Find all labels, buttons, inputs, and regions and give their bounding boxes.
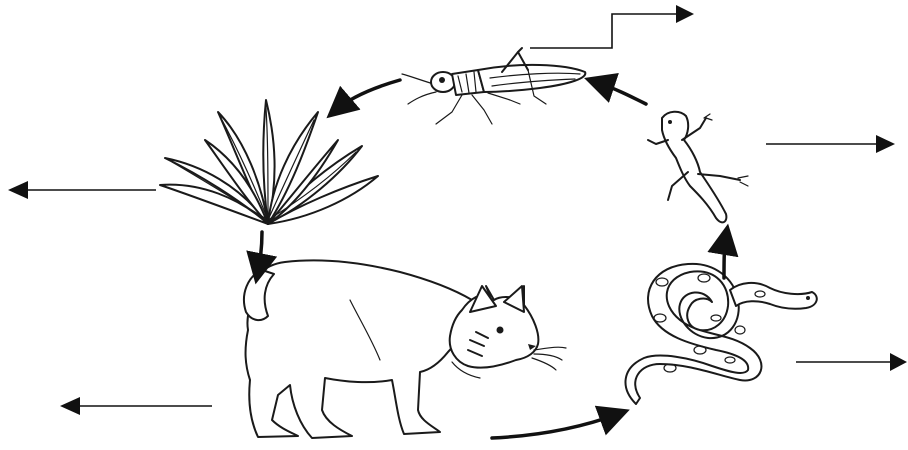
pointer-grasshopper xyxy=(530,5,694,48)
lizard-icon xyxy=(648,112,748,223)
grasshopper-icon xyxy=(402,48,585,124)
pointer-bobcat xyxy=(60,397,212,415)
arrow-plant-to-bobcat xyxy=(258,232,262,272)
arrow-grasshopper-to-plant xyxy=(336,80,400,110)
arrow-bobcat-to-snake xyxy=(492,414,618,438)
snake-icon xyxy=(626,264,817,404)
pointer-lizard xyxy=(766,135,895,153)
arrow-snake-to-lizard xyxy=(724,236,726,278)
bobcat-icon xyxy=(244,260,566,438)
pointer-plant xyxy=(8,181,156,199)
pointer-snake xyxy=(796,353,907,371)
agave-plant-icon xyxy=(160,100,378,224)
cycle-arrows xyxy=(258,80,726,438)
arrow-lizard-to-grasshopper xyxy=(596,82,646,104)
